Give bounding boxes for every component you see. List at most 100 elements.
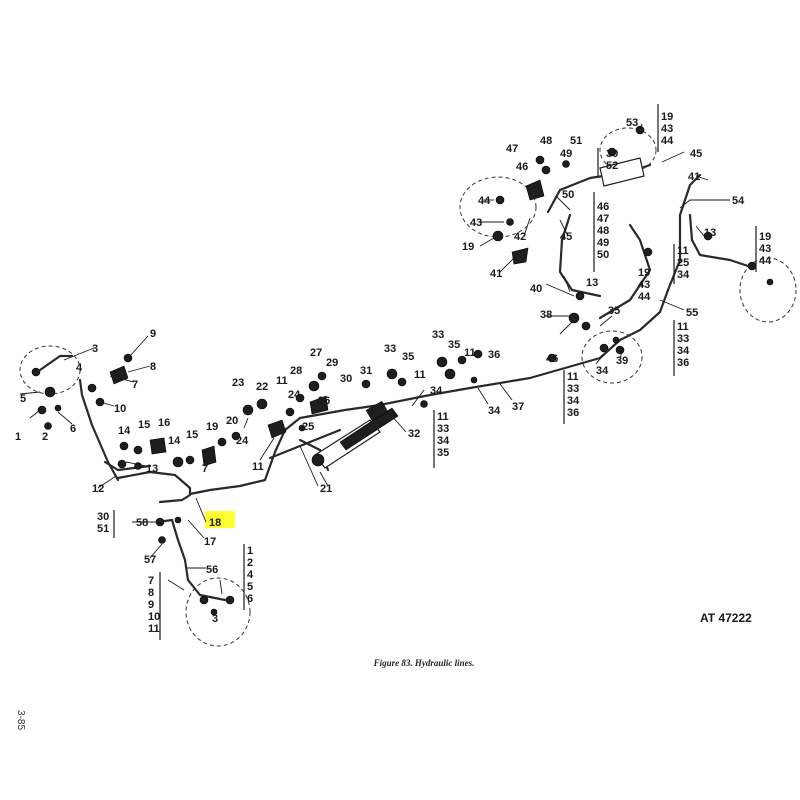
callout-23: 23 <box>232 377 244 389</box>
callout-37: 37 <box>512 401 524 413</box>
callout-19: 19 <box>206 421 218 433</box>
callout-7: 7 <box>132 379 138 391</box>
callout-5: 5 <box>20 393 26 405</box>
callout-group-2-item: 34 <box>677 269 690 281</box>
callout-group-7-item: 7 <box>148 575 154 587</box>
callout-9: 9 <box>150 328 156 340</box>
callout-7: 7 <box>202 463 208 475</box>
callout-11: 11 <box>252 461 264 473</box>
callout-group-3-item: 43 <box>661 123 673 135</box>
callout-55: 55 <box>686 307 698 319</box>
page-number: 3-85 <box>15 710 26 730</box>
callout-group-1-item: 11 <box>567 371 579 383</box>
callout-45: 45 <box>560 231 572 243</box>
callout-20: 20 <box>226 415 238 427</box>
callout-44: 44 <box>478 195 491 207</box>
callout-3: 3 <box>92 343 98 355</box>
hydraulic-cylinder <box>311 400 399 469</box>
callout-group-4-item: 47 <box>597 213 609 225</box>
callout-13: 13 <box>704 227 716 239</box>
callout-54: 54 <box>732 195 745 207</box>
leader-lines <box>19 123 730 595</box>
callout-15: 15 <box>138 419 150 431</box>
callout-58: 58 <box>136 517 148 529</box>
callout-group-1-item: 34 <box>677 345 690 357</box>
detail-circle-34-39 <box>581 330 643 384</box>
callout-group-4-item: 50 <box>597 249 609 261</box>
callout-21: 21 <box>320 483 332 495</box>
callout-group-7-item: 11 <box>148 623 160 635</box>
fittings <box>31 125 774 616</box>
callout-group-5-item: 52 <box>606 160 618 172</box>
callout-group-8-item: 2 <box>247 557 253 569</box>
callout-38: 38 <box>540 309 552 321</box>
callout-56: 56 <box>206 564 218 576</box>
callout-33: 33 <box>384 343 396 355</box>
callout-group-4-item: 49 <box>597 237 609 249</box>
callout-25: 25 <box>302 421 314 433</box>
callout-36: 36 <box>488 349 500 361</box>
callout-2: 2 <box>42 431 48 443</box>
callout-14: 14 <box>118 425 131 437</box>
callout-28: 28 <box>290 365 302 377</box>
callout-group-3-item: 19 <box>759 231 771 243</box>
callout-22: 22 <box>256 381 268 393</box>
callout-53: 53 <box>626 117 638 129</box>
callout-group-2-item: 11 <box>677 245 689 257</box>
callout-42: 42 <box>514 231 526 243</box>
callout-group-8-item: 4 <box>247 569 254 581</box>
callout-29: 29 <box>326 357 338 369</box>
callout-26: 26 <box>318 395 330 407</box>
callout-34: 34 <box>430 385 443 397</box>
callout-group-0-item: 34 <box>437 435 450 447</box>
callout-35: 35 <box>448 339 460 351</box>
callout-6: 6 <box>70 423 76 435</box>
figure-caption: Figure 83. Hydraulic lines. <box>373 658 475 668</box>
callout-group-1-item: 33 <box>677 333 689 345</box>
detail-circle-right <box>739 257 797 323</box>
callout-14: 14 <box>168 435 181 447</box>
callout-group-3-item: 44 <box>638 291 651 303</box>
callout-group-3-item: 43 <box>638 279 650 291</box>
callout-8: 8 <box>150 361 156 373</box>
callout-45: 45 <box>690 148 702 160</box>
callout-group-7-item: 8 <box>148 587 154 599</box>
callout-group-7-item: 10 <box>148 611 160 623</box>
callout-48: 48 <box>540 135 552 147</box>
detail-circle-top-right-44 <box>459 176 537 238</box>
callout-46: 46 <box>516 161 528 173</box>
callout-group-0-item: 33 <box>437 423 449 435</box>
callout-12: 12 <box>92 483 104 495</box>
callout-group-3-item: 19 <box>638 267 650 279</box>
callout-31: 31 <box>360 365 372 377</box>
callout-group-1-item: 34 <box>567 395 580 407</box>
callout-group-0-item: 35 <box>437 447 449 459</box>
callout-13: 13 <box>586 277 598 289</box>
callout-16: 16 <box>158 417 170 429</box>
callout-11: 11 <box>414 369 426 381</box>
callout-43: 43 <box>470 217 482 229</box>
callout-15: 15 <box>186 429 198 441</box>
callout-18: 18 <box>209 517 221 529</box>
callout-41: 41 <box>490 268 502 280</box>
callout-group-0-item: 11 <box>437 411 449 423</box>
callout-35: 35 <box>402 351 414 363</box>
callout-50: 50 <box>562 189 574 201</box>
detail-circle-53 <box>599 127 657 173</box>
callout-49: 49 <box>560 148 572 160</box>
callout-39: 39 <box>616 355 628 367</box>
callout-group-4-item: 48 <box>597 225 609 237</box>
callout-19: 19 <box>462 241 474 253</box>
callout-group-7-item: 9 <box>148 599 154 611</box>
callout-40: 40 <box>530 283 542 295</box>
callout-13: 13 <box>146 463 158 475</box>
callout-34: 34 <box>596 365 609 377</box>
callout-35: 35 <box>608 305 620 317</box>
callout-27: 27 <box>310 347 322 359</box>
callout-group-1-item: 11 <box>677 321 689 333</box>
detail-circle-bottom-left <box>185 577 251 647</box>
callout-group-3-item: 43 <box>759 243 771 255</box>
callout-group-8-item: 1 <box>247 545 253 557</box>
